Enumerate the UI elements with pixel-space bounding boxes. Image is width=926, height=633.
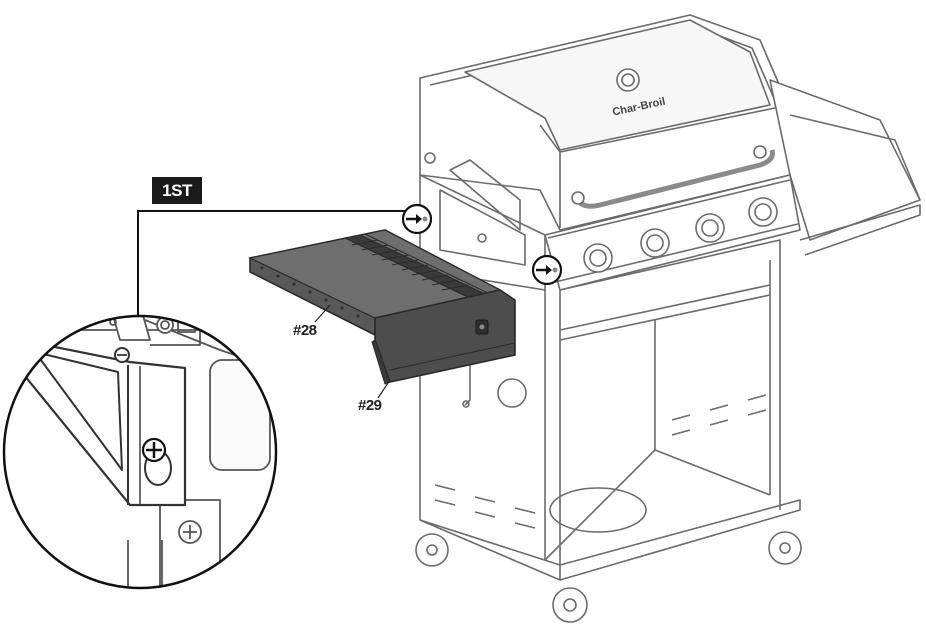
screw-callout-1 <box>401 203 433 235</box>
control-knobs <box>583 197 778 273</box>
screw-callout-2 <box>531 254 563 286</box>
leader-29 <box>377 379 391 399</box>
part-label-28: #28 <box>293 322 317 339</box>
screw-icon <box>536 265 558 275</box>
wheels <box>415 531 802 623</box>
cart-frame <box>419 270 561 581</box>
thermometer-icon <box>616 68 640 92</box>
detail-zoom-view <box>2 314 278 590</box>
screw-detail-icon <box>141 437 167 463</box>
right-side-shelf <box>769 79 921 241</box>
shelf-panel-part-29 <box>371 289 516 385</box>
detail-connector-line <box>137 210 405 318</box>
step-badge: 1ST <box>152 177 202 204</box>
screw-icon <box>406 214 428 224</box>
part-label-29: #29 <box>358 397 382 414</box>
grill-outline: Char-Broil <box>415 14 921 623</box>
leader-28 <box>314 304 331 323</box>
